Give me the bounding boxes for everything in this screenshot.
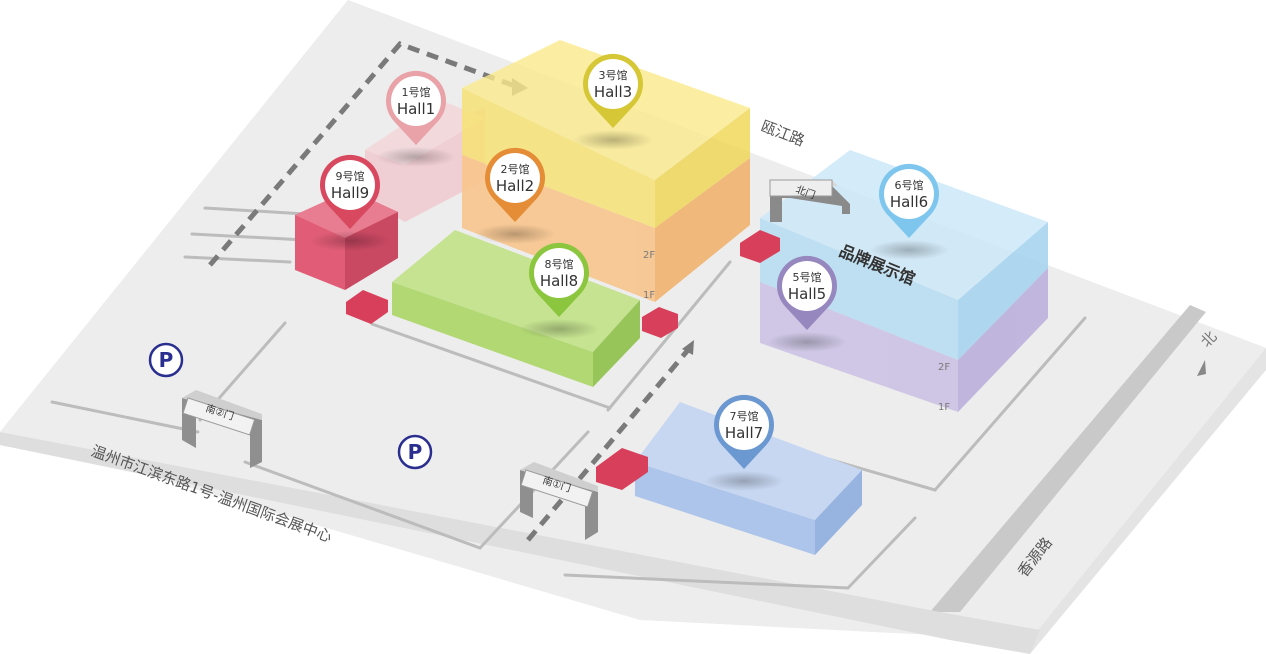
hall3-pin-shadow [573,130,653,150]
hall8-pin-label-en: Hall8 [540,272,578,290]
hall5-pin-label-cn: 5号馆 [793,270,822,284]
hall7-pin-label-cn: 7号馆 [730,409,759,423]
hall6-pin-shadow [869,240,949,260]
hall7-pin-shadow [704,471,784,491]
hall8-pin-label-cn: 8号馆 [545,257,574,271]
gate-south2[interactable]: 南②门 [182,390,262,468]
hall2-pin-label-en: Hall2 [496,177,534,195]
gate-north[interactable]: 北门 [769,179,850,222]
hall2-pin-shadow [475,224,555,244]
hall6-pin-label-cn: 6号馆 [895,178,924,192]
parking-letter-1: P [159,348,174,372]
hall2-floor-label: 1F [643,290,655,301]
hall3-floor-label: 2F [643,250,655,261]
hall1-pin-face [391,76,441,126]
entrance-markers [346,230,780,490]
hall8-pin-shadow [519,319,599,339]
hall3-pin-face [588,59,638,109]
hall9-pin-label-en: Hall9 [331,184,369,202]
hall6-pin-label-en: Hall6 [890,193,928,211]
hall8-pin-face [534,248,584,298]
hall9-pin-shadow [310,231,390,251]
hall1-pin-label-cn: 1号馆 [402,85,431,99]
hall7-pin-face [719,400,769,450]
hall5-pin-label-en: Hall5 [788,285,826,303]
parking-icon-2: P [397,434,433,470]
hall5-pin-shadow [767,332,847,352]
hall6-pin-face [884,169,934,219]
hall5-floor-label: 1F [938,402,950,413]
road-label-oujiang: 瓯江路 [759,117,807,150]
hall1-pin-shadow [376,147,456,167]
route-arrow-south [526,340,694,542]
hall3-pin-label-en: Hall3 [594,83,632,101]
hall1-pin-label-en: Hall1 [397,100,435,118]
hall5-pin-face [782,261,832,311]
hall-pins: 1号馆Hall12号馆Hall23号馆Hall35号馆Hall56号馆Hall6… [310,53,949,491]
hall2-pin-label-cn: 2号馆 [501,162,530,176]
hall7-pin-label-en: Hall7 [725,424,763,442]
gate-south1[interactable]: 南①门 [520,462,598,540]
hall2-pin-face [490,153,540,203]
hall9-pin-face [325,160,375,210]
parking-letter-2: P [408,440,423,464]
compass-arrow-icon [1197,360,1206,376]
hall6-floor-label: 2F [938,362,950,373]
hall9-pin-label-cn: 9号馆 [336,169,365,183]
hall3-pin-label-cn: 3号馆 [599,68,628,82]
parking-icon-1: P [148,342,184,378]
